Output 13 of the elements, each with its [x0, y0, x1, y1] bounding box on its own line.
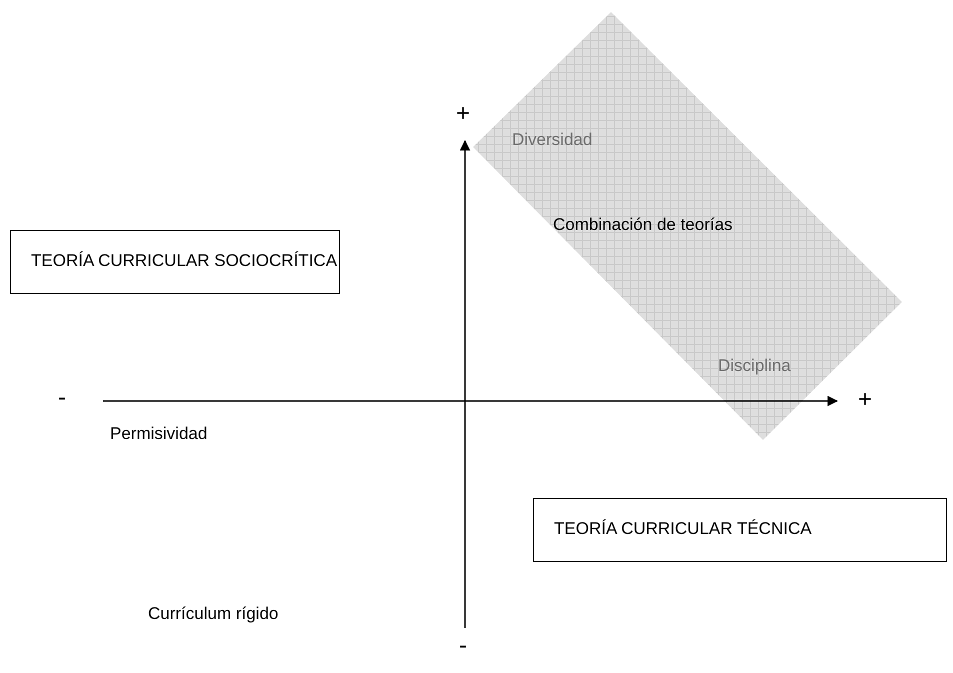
axis-sign: +: [456, 100, 470, 128]
axis-sign: -: [58, 384, 66, 412]
band-text: Diversidad: [512, 130, 592, 150]
axis-sign: +: [858, 386, 872, 414]
box-title: TEORÍA CURRICULAR TÉCNICA: [554, 519, 812, 539]
box-title: TEORÍA CURRICULAR SOCIOCRÍTICA: [31, 251, 338, 271]
axis-label: Currículum rígido: [148, 604, 278, 624]
band-text: Disciplina: [718, 356, 791, 376]
band-text: Combinación de teorías: [553, 215, 733, 235]
axis-sign: -: [459, 632, 467, 660]
theory-box: [10, 230, 340, 294]
axis-label: Permisividad: [110, 424, 208, 444]
theory-box: [533, 498, 947, 562]
